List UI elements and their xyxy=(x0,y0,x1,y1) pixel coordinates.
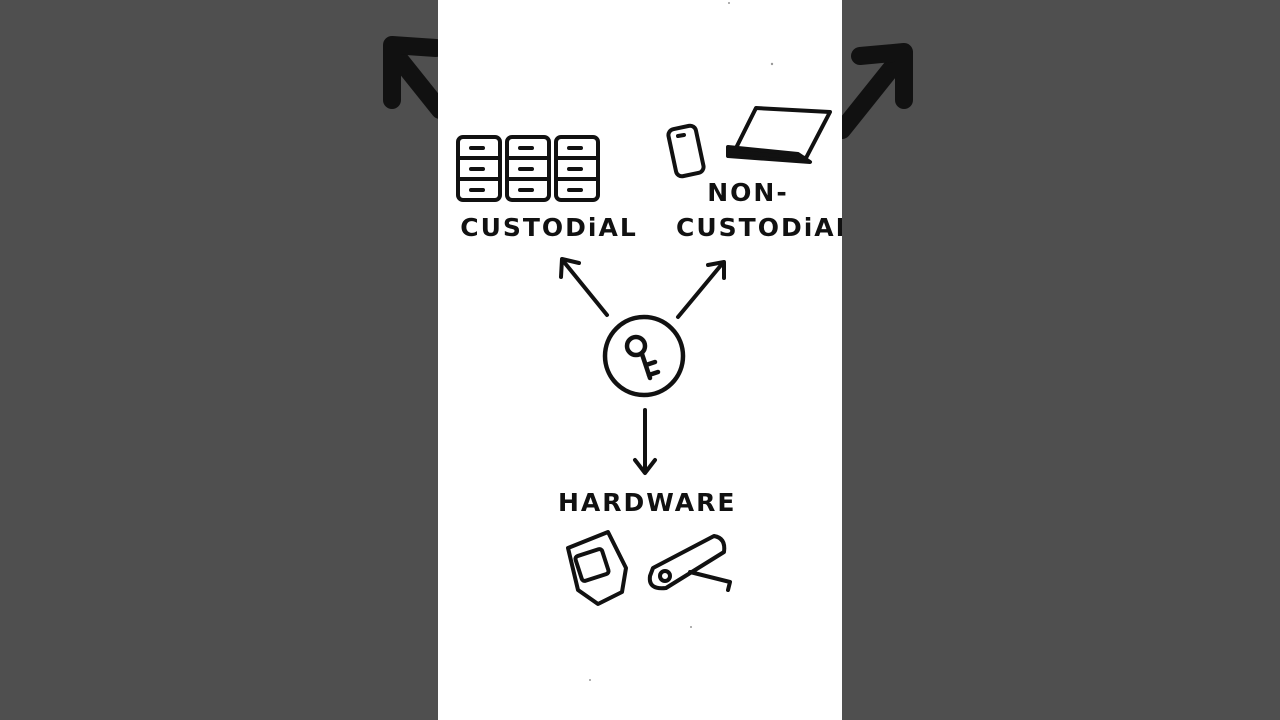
phone-icon xyxy=(666,123,706,179)
diagram-canvas xyxy=(456,2,832,681)
left-blurred-backdrop xyxy=(0,0,438,720)
arrow-to-non-custodial xyxy=(676,260,726,319)
usb-key-icon xyxy=(647,534,732,592)
paper-speck xyxy=(589,2,774,681)
arrow-to-custodial xyxy=(559,257,609,317)
non-custodial-label-line2: CUSTODiAL xyxy=(676,213,842,242)
hardware-wallet-icon xyxy=(566,530,628,606)
right-backdrop-arrow-icon xyxy=(842,43,913,139)
key-icon xyxy=(602,314,686,398)
non-custodial-label-line1: NON- xyxy=(707,178,789,207)
laptop-icon xyxy=(726,106,832,164)
left-backdrop-arrow-icon xyxy=(383,36,438,119)
server-rack-icon xyxy=(456,135,600,202)
hardware-label: HARDWARE xyxy=(558,488,737,517)
arrow-to-hardware xyxy=(633,408,657,475)
diagram-panel: CUSTODiAL NON- CUSTODiAL HARDWARE xyxy=(438,0,842,720)
right-blurred-backdrop xyxy=(842,0,1280,720)
custodial-label: CUSTODiAL xyxy=(460,213,638,242)
